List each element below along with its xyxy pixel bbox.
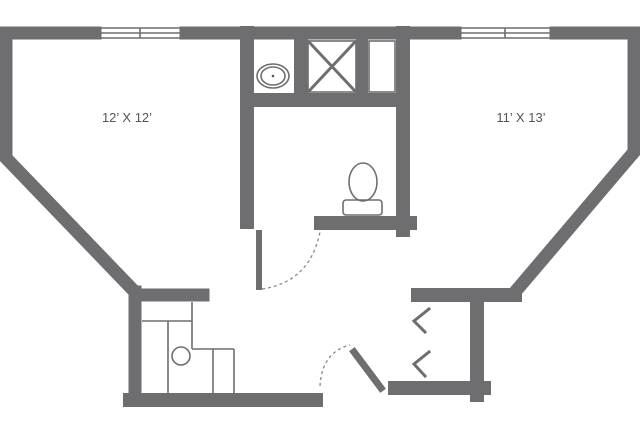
bathroom-walls: [240, 26, 417, 237]
window-right: [455, 27, 556, 39]
water-heater-icon: [171, 346, 191, 366]
shower-icon: [306, 39, 358, 94]
sink-icon: [256, 63, 290, 89]
toilet-icon: [342, 162, 383, 216]
left-room-dimensions: 12’ X 12’: [102, 110, 152, 125]
bathroom-door[interactable]: [256, 230, 321, 290]
entry-door[interactable]: [319, 344, 386, 393]
closet-bifold-door[interactable]: [411, 306, 432, 379]
laundry-fixtures: [142, 302, 235, 393]
exterior-walls: [0, 26, 640, 302]
storage-walls: [123, 285, 323, 407]
right-room-dimensions: 11’ X 13’: [496, 110, 545, 125]
window-left: [95, 27, 186, 39]
closet-walls: [388, 288, 522, 402]
linen-closet: [368, 40, 396, 93]
